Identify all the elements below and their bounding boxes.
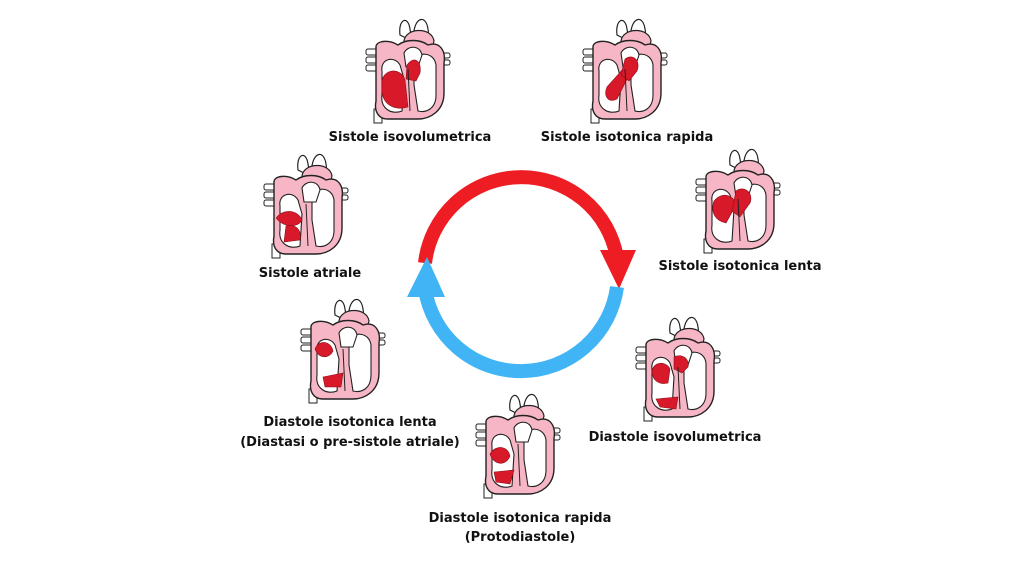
phase-diastole-isotonica-rapida: Diastole isotonica rapida (Protodiastole) — [429, 393, 612, 545]
heart-icon — [365, 18, 451, 124]
heart-icon — [263, 153, 349, 259]
phase-label: Diastole isotonica lenta — [263, 415, 436, 430]
phase-label: (Diastasi o pre-sistole atriale) — [240, 435, 460, 450]
heart-icon — [582, 18, 668, 124]
heart-icon — [635, 316, 721, 422]
phase-sistole-isotonica-lenta: Sistole isotonica lenta — [658, 148, 822, 274]
heart-icon — [300, 298, 386, 404]
heart-icon — [475, 393, 561, 499]
phase-label: (Protodiastole) — [465, 530, 576, 545]
phase-label: Sistole isotonica lenta — [658, 259, 821, 274]
phase-label: Diastole isovolumetrica — [589, 430, 762, 445]
phase-label: Sistole atriale — [259, 266, 362, 281]
phase-sistole-isotonica-rapida: Sistole isotonica rapida — [541, 18, 714, 145]
phase-label: Sistole isotonica rapida — [541, 130, 714, 145]
heart-icon — [695, 148, 781, 254]
phase-sistole-atriale: Sistole atriale — [259, 153, 362, 281]
systole-arrowhead — [600, 250, 636, 289]
phase-label: Diastole isotonica rapida — [429, 511, 612, 526]
phase-diastole-isovolumetrica: Diastole isovolumetrica — [589, 316, 762, 445]
phase-sistole-isovolumetrica: Sistole isovolumetrica — [329, 18, 492, 145]
cycle-arrows — [407, 170, 636, 379]
diastole-arrowhead — [407, 257, 445, 297]
phase-label: Sistole isovolumetrica — [329, 130, 492, 145]
diastole-arc — [418, 286, 624, 379]
phase-diastole-isotonica-lenta: Diastole isotonica lenta (Diastasi o pre-… — [240, 298, 460, 450]
systole-arc — [418, 170, 624, 264]
